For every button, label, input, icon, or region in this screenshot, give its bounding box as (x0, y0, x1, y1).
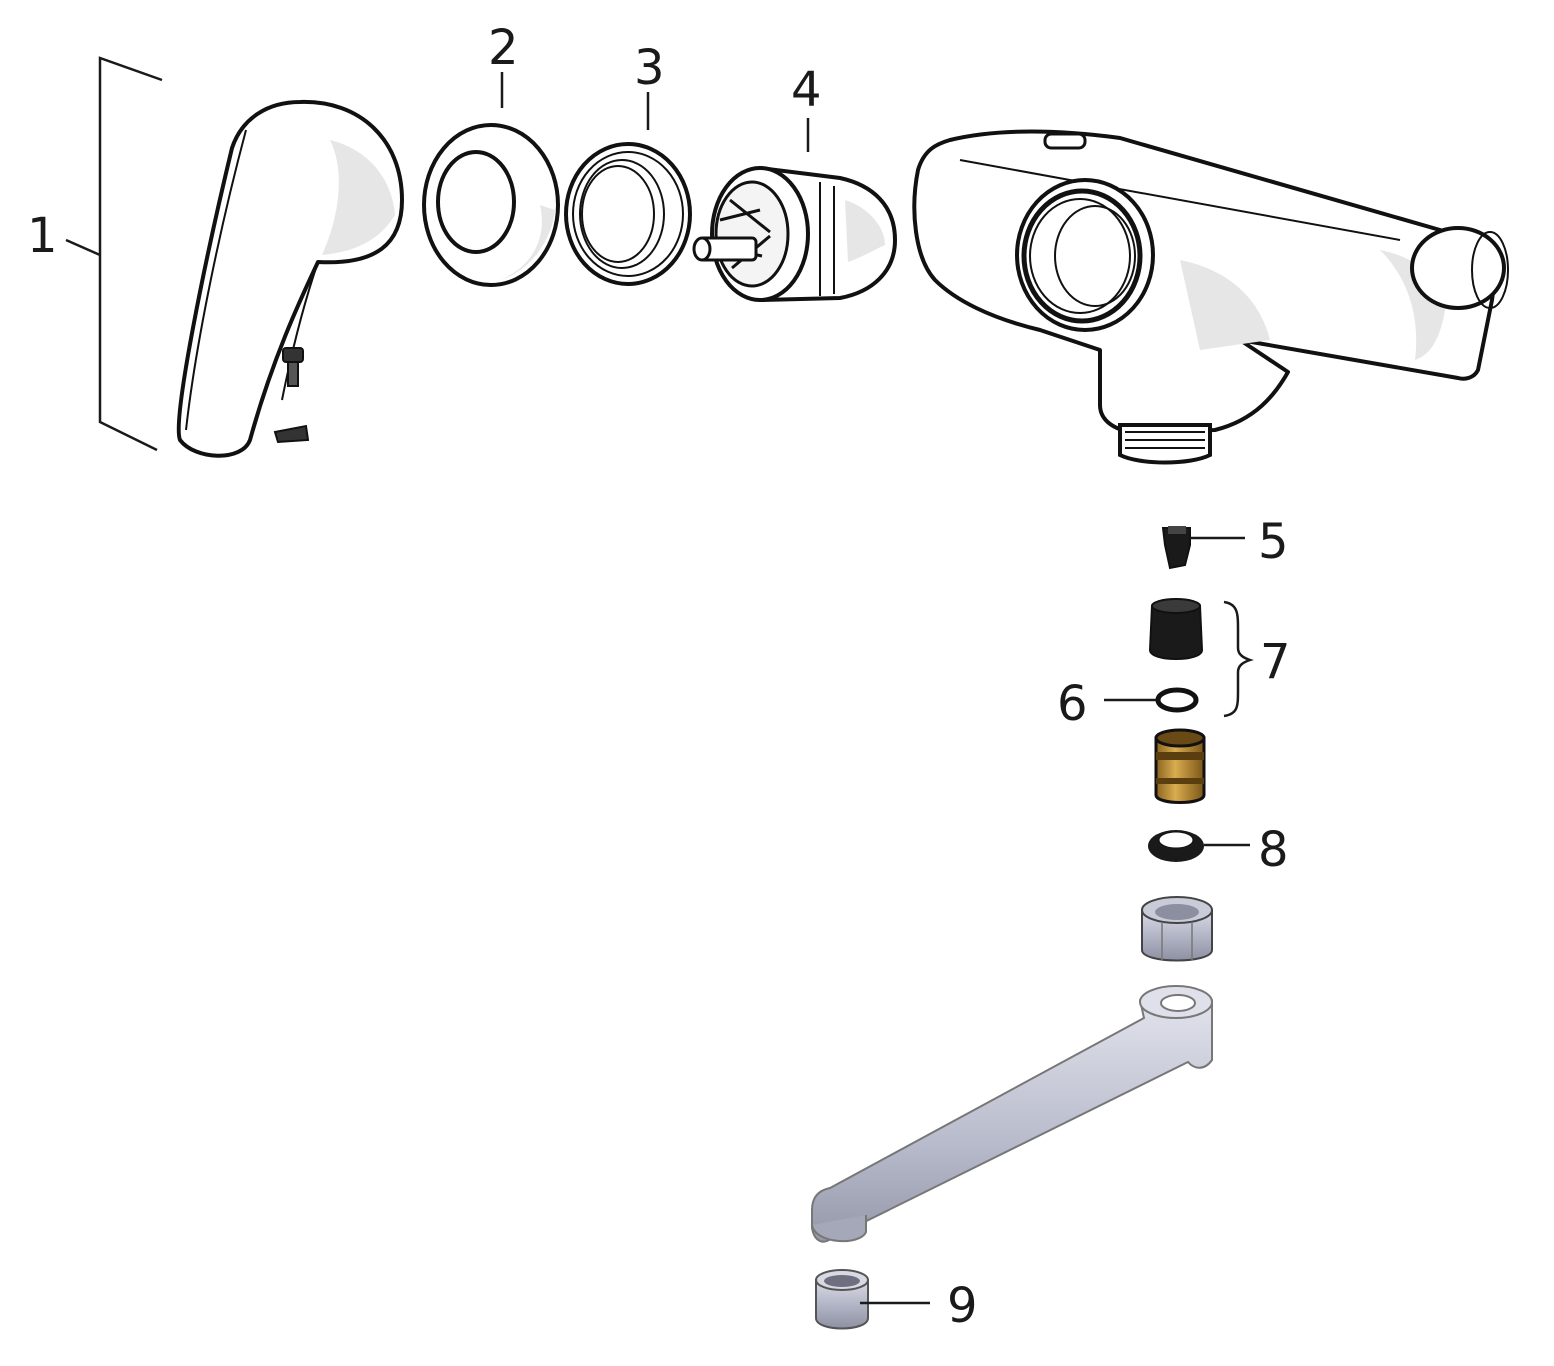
part-6-o-ring (1104, 687, 1199, 713)
part-2-rosette (422, 72, 560, 287)
handle-cap (273, 424, 310, 444)
callout-2: 2 (488, 20, 519, 76)
callout-8: 8 (1258, 822, 1289, 878)
callout-4: 4 (791, 62, 822, 118)
callout-7: 7 (1260, 634, 1291, 690)
callout-9: 9 (947, 1278, 978, 1334)
part-8-seal (1148, 830, 1250, 862)
part-5-insert (1161, 526, 1245, 570)
part-4-cartridge (692, 118, 897, 302)
part-9-aerator (815, 1269, 930, 1330)
chrome-nut (1141, 896, 1213, 962)
callout-1: 1 (27, 208, 58, 264)
part-3-ring (564, 92, 692, 286)
part-7-adapter (1148, 598, 1254, 718)
handle-screw (282, 347, 304, 387)
spout (811, 985, 1213, 1243)
callout-3: 3 (634, 40, 665, 96)
part-1-handle (65, 56, 404, 458)
callout-6: 6 (1057, 676, 1088, 732)
callout-5: 5 (1258, 514, 1289, 570)
mixer-body (912, 129, 1509, 465)
brass-fitting (1154, 728, 1206, 804)
